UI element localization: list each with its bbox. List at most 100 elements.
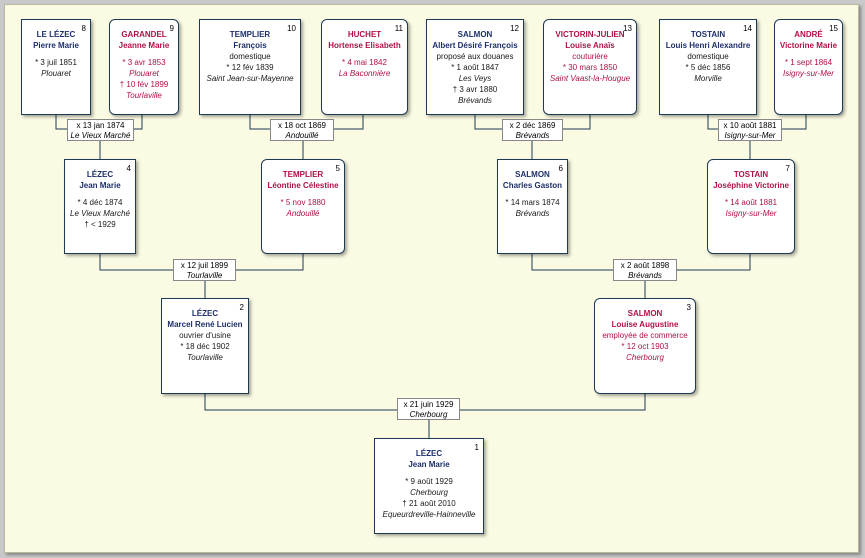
person-surname: GARANDEL [121, 30, 167, 39]
person-card-11[interactable]: 11 HUCHET Hortense Elisabeth * 4 mai 184… [321, 19, 408, 115]
birth-date: * 18 déc 1902 [180, 342, 230, 351]
person-surname: SALMON [457, 30, 493, 39]
person-card-4[interactable]: 4 LÉZEC Jean Marie * 4 déc 1874 Le Vieux… [64, 159, 136, 254]
person-card-9[interactable]: 9 GARANDEL Jeanne Marie * 3 avr 1853 Plo… [109, 19, 179, 115]
marriage-place: Isigny-sur-Mer [724, 131, 776, 140]
birth-date: * 1 août 1847 [451, 63, 499, 72]
person-surname: LÉZEC [415, 449, 443, 458]
person-surname: TEMPLIER [229, 30, 271, 39]
person-surname: HUCHET [347, 30, 382, 39]
person-surname: LÉZEC [86, 170, 114, 179]
person-surname: LÉZEC [191, 309, 219, 318]
person-occupation: domestique [229, 52, 271, 61]
sosa-number: 5 [335, 164, 340, 173]
marriage-date: x 12 juil 1899 [180, 261, 229, 270]
person-occupation: ouvrier d'usine [179, 331, 231, 340]
sosa-number: 4 [126, 164, 131, 173]
person-surname: SALMON [627, 309, 663, 318]
person-surname: TOSTAIN [733, 170, 769, 179]
birth-date: * 5 nov 1880 [280, 198, 326, 207]
birth-date: * 4 mai 1842 [342, 58, 387, 67]
marriage-label: x 10 août 1881 Isigny-sur-Mer [718, 119, 782, 141]
person-card-5[interactable]: 5 TEMPLIER Léontine Célestine * 5 nov 18… [261, 159, 345, 254]
marriage-place: Andouillé [285, 131, 319, 140]
birth-place: Tourlaville [187, 353, 223, 362]
sosa-number: 10 [287, 24, 296, 33]
person-surname: TOSTAIN [690, 30, 726, 39]
birth-place: Saint Jean-sur-Mayenne [206, 74, 294, 83]
marriage-label: x 12 juil 1899 Tourlaville [173, 259, 236, 281]
death-date: † < 1929 [84, 220, 116, 229]
death-date: † 10 fév 1899 [119, 80, 169, 89]
marriage-label: x 13 jan 1874 Le Vieux Marché [67, 119, 134, 141]
person-surname: LE LÉZEC [36, 30, 76, 39]
marriage-label: x 18 oct 1869 Andouillé [270, 119, 334, 141]
person-given-names: Jeanne Marie [118, 41, 170, 50]
marriage-date: x 2 août 1898 [620, 261, 670, 270]
birth-place: Les Veys [458, 74, 492, 83]
marriage-date: x 2 déc 1869 [509, 121, 556, 130]
person-surname: SALMON [515, 170, 550, 179]
birth-place: Plouaret [129, 69, 159, 78]
person-given-names: Louise Anaïs [565, 41, 615, 50]
person-given-names: Pierre Marie [33, 41, 79, 50]
birth-place: La Baconnière [338, 69, 391, 78]
sosa-number: 9 [169, 24, 174, 33]
sosa-number: 12 [510, 24, 519, 33]
person-given-names: Charles Gaston [502, 181, 563, 190]
birth-date: * 14 mars 1874 [505, 198, 560, 207]
sosa-number: 15 [829, 24, 838, 33]
person-given-names: Léontine Célestine [267, 181, 339, 190]
death-place: Tourlaville [126, 91, 162, 100]
person-card-2[interactable]: 2 LÉZEC Marcel René Lucien ouvrier d'usi… [161, 298, 249, 394]
person-given-names: Albert Désiré François [432, 41, 518, 50]
person-card-10[interactable]: 10 TEMPLIER François domestique * 12 fév… [199, 19, 301, 115]
birth-place: Cherbourg [626, 353, 664, 362]
birth-date: * 14 août 1881 [724, 198, 778, 207]
sosa-number: 13 [623, 24, 632, 33]
birth-date: * 3 juil 1851 [35, 58, 77, 67]
sosa-number: 11 [394, 24, 403, 33]
person-card-6[interactable]: 6 SALMON Charles Gaston * 14 mars 1874 B… [497, 159, 568, 254]
person-given-names: Louise Augustine [611, 320, 679, 329]
sosa-number: 14 [743, 24, 752, 33]
marriage-date: x 13 jan 1874 [76, 121, 125, 130]
person-card-12[interactable]: 12 SALMON Albert Désiré François proposé… [426, 19, 524, 115]
person-card-1[interactable]: 1 LÉZEC Jean Marie * 9 août 1929 Cherbou… [374, 438, 484, 534]
person-given-names: Louis Henri Alexandre [665, 41, 751, 50]
marriage-date: x 21 juin 1929 [403, 400, 454, 409]
birth-place: Cherbourg [410, 488, 448, 497]
person-card-7[interactable]: 7 TOSTAIN Joséphine Victorine * 14 août … [707, 159, 795, 254]
birth-place: Plouaret [41, 69, 71, 78]
person-card-13[interactable]: 13 VICTORIN-JULIEN Louise Anaïs couturiè… [543, 19, 637, 115]
sosa-number: 7 [785, 164, 790, 173]
marriage-place: Brévands [515, 131, 550, 140]
sosa-number: 2 [239, 303, 244, 312]
person-occupation: proposé aux douanes [436, 52, 514, 61]
birth-date: * 30 mars 1850 [562, 63, 618, 72]
person-given-names: Jean Marie [79, 181, 121, 190]
birth-place: Saint Vaast-la-Hougue [549, 74, 631, 83]
birth-place: Morville [694, 74, 722, 83]
person-card-14[interactable]: 14 TOSTAIN Louis Henri Alexandre domesti… [659, 19, 757, 115]
person-given-names: Victorine Marie [779, 41, 838, 50]
person-given-names: Joséphine Victorine [713, 181, 789, 190]
sosa-number: 8 [81, 24, 86, 33]
person-surname: TEMPLIER [282, 170, 324, 179]
person-card-15[interactable]: 15 ANDRÉ Victorine Marie * 1 sept 1864 I… [774, 19, 843, 115]
person-occupation: employée de commerce [602, 331, 688, 340]
person-surname: VICTORIN-JULIEN [555, 30, 625, 39]
marriage-label: x 2 août 1898 Brévands [613, 259, 677, 281]
death-place: Brévands [458, 96, 492, 105]
birth-date: * 12 oct 1903 [621, 342, 669, 351]
person-card-8[interactable]: 8 LE LÉZEC Pierre Marie * 3 juil 1851 Pl… [21, 19, 91, 115]
death-place: Equeurdreville-Hainneville [382, 510, 476, 519]
person-given-names: François [233, 41, 267, 50]
person-card-3[interactable]: 3 SALMON Louise Augustine employée de co… [594, 298, 696, 394]
person-occupation: domestique [687, 52, 729, 61]
marriage-place: Brévands [628, 271, 662, 280]
birth-date: * 3 avr 1853 [122, 58, 166, 67]
marriage-label: x 21 juin 1929 Cherbourg [397, 398, 460, 420]
marriage-place: Le Vieux Marché [70, 131, 131, 140]
marriage-place: Cherbourg [409, 410, 448, 419]
